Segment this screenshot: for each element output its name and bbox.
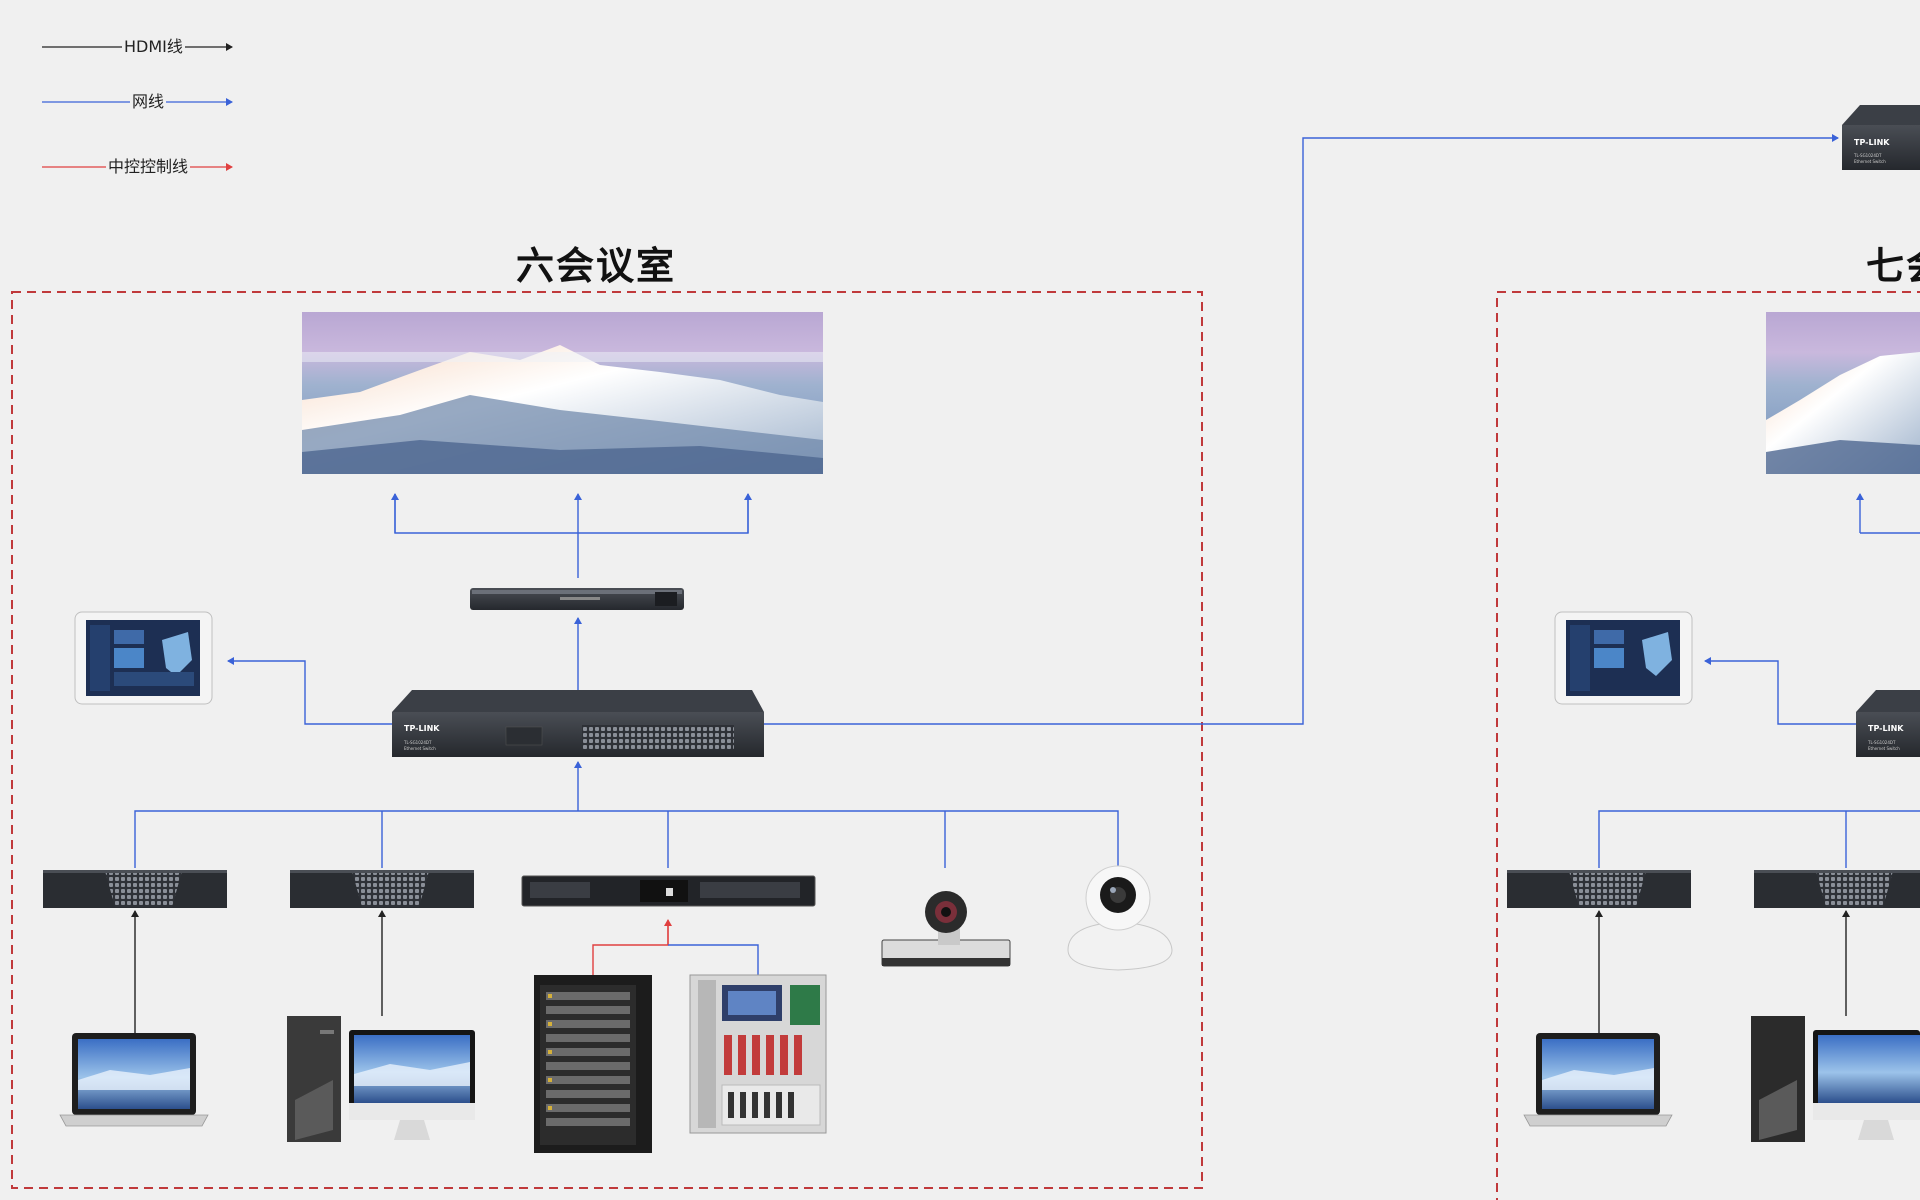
legend-network-label: 网线 (130, 92, 167, 111)
room-seven-title: 七会 (1866, 244, 1920, 288)
desktop-computer (287, 1016, 475, 1142)
electrical-control-cabinet (689, 974, 827, 1134)
video-conference-terminal (881, 891, 1011, 967)
switch-desc-label-room-seven: Ethernet Switch (1868, 746, 1900, 751)
network-switch-device: TP-LINK TL-SG1024DT Ethernet Switch (392, 690, 764, 757)
video-encoder-1 (43, 870, 227, 908)
room-six-title: 六会议室 (516, 244, 677, 288)
core-switch-brand-label: TP-LINK (1854, 138, 1890, 147)
ptz-camera (1067, 865, 1173, 971)
core-switch-model-label: TL-SG1024DT (1853, 153, 1882, 158)
laptop-computer (59, 1033, 209, 1127)
desktop-computer-room-seven (1751, 1016, 1920, 1142)
switch-model-label-room-seven: TL-SG1024DT (1867, 740, 1896, 745)
core-switch-desc-label: Ethernet Switch (1854, 159, 1886, 164)
legend-hdmi-label: HDMI线 (122, 37, 185, 56)
switch-brand-label: TP-LINK (404, 724, 440, 733)
switch-brand-label-room-seven: TP-LINK (1868, 724, 1904, 733)
led-display-screen (302, 312, 823, 474)
led-display-screen-room-seven (1766, 312, 1920, 474)
control-tablet[interactable] (74, 611, 213, 705)
video-encoder-2 (290, 870, 474, 908)
central-control-host (521, 875, 816, 907)
control-tablet-room-seven[interactable] (1554, 611, 1693, 705)
laptop-computer-room-seven (1523, 1033, 1673, 1127)
network-switch-room-seven: TP-LINK TL-SG1024DT Ethernet Switch (1856, 690, 1920, 757)
room-seven-connections (1595, 493, 1920, 1033)
server-rack (534, 975, 652, 1153)
room-six-border (11, 291, 1203, 1189)
switch-desc-label: Ethernet Switch (404, 746, 436, 751)
switch-model-label: TL-SG1024DT (403, 740, 432, 745)
legend-control-label: 中控控制线 (106, 157, 191, 176)
video-encoder-room-seven-1 (1507, 870, 1691, 908)
video-encoder-room-seven-2 (1754, 870, 1920, 908)
hdmi-splitter-device (470, 588, 684, 610)
room-six-connections (131, 134, 1839, 1033)
core-network-switch: TP-LINK TL-SG1024DT Ethernet Switch (1842, 105, 1920, 170)
